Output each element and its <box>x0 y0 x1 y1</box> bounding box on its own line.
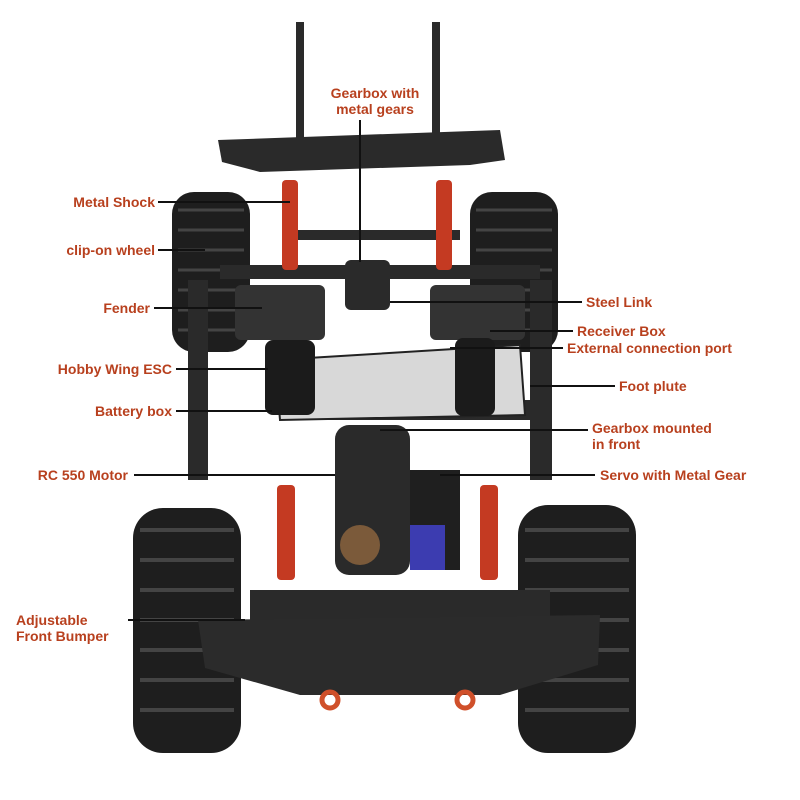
label-battery-box: Battery box <box>94 403 172 419</box>
label-clip-on-wheel: clip-on wheel <box>66 242 155 258</box>
label-receiver-box: Receiver Box <box>577 323 666 339</box>
label-metal-shock: Metal Shock <box>73 194 155 210</box>
label-foot-plute: Foot plute <box>619 378 687 394</box>
label-line: Gearbox with <box>330 85 420 101</box>
label-external-port: External connection port <box>567 340 732 356</box>
motor <box>335 425 460 575</box>
label-line: in front <box>592 436 641 452</box>
label-line: Gearbox mounted <box>592 420 712 436</box>
label-steel-link: Steel Link <box>586 294 653 310</box>
label-fender: Fender <box>103 300 150 316</box>
leader-lines <box>128 120 615 621</box>
label-line: Front Bumper <box>16 628 109 644</box>
label-hobby-wing-esc: Hobby Wing ESC <box>57 361 172 377</box>
label-rc550-motor: RC 550 Motor <box>37 467 128 483</box>
battery <box>265 338 527 422</box>
label-line: metal gears <box>336 101 414 117</box>
label-servo: Servo with Metal Gear <box>600 467 747 483</box>
shocks <box>277 180 498 580</box>
label-line: Adjustable <box>16 612 88 628</box>
